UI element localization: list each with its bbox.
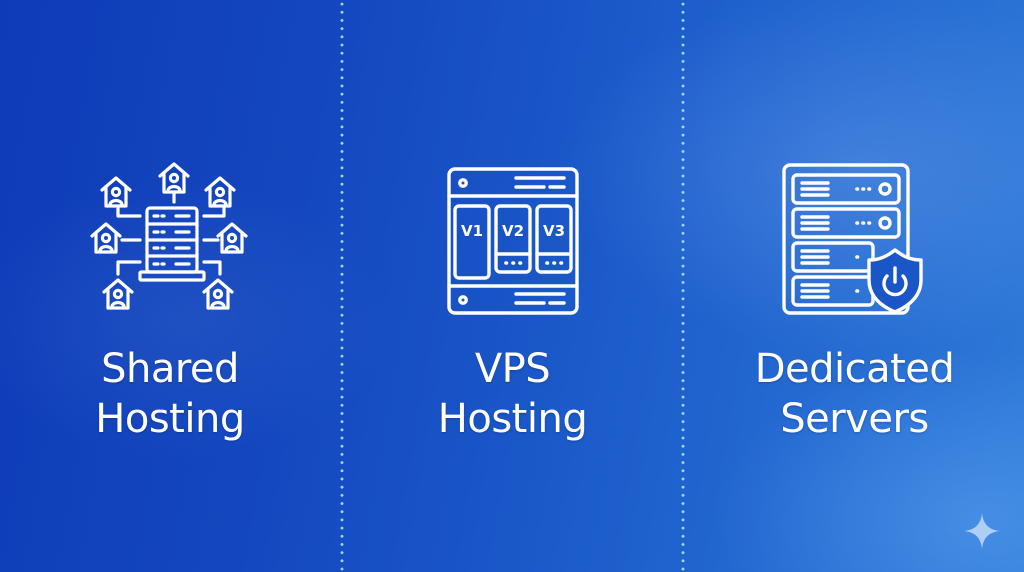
panel-dedicated-servers: Dedicated Servers (685, 0, 1024, 572)
vm-label-1: V1 (461, 222, 483, 240)
shared-hosting-network-icon (90, 160, 255, 324)
title-line-1: Dedicated (754, 346, 955, 392)
vm-label-2: V2 (502, 222, 524, 240)
vps-hosting-title: VPS Hosting (344, 344, 681, 444)
vps-server-icon: V1 V2 V3 (446, 166, 580, 320)
title-line-2: Hosting (95, 396, 245, 442)
dedicated-server-shield-icon (781, 162, 931, 322)
shared-hosting-title: Shared Hosting (0, 344, 340, 444)
sparkle-icon (962, 511, 1002, 551)
panel-vps-hosting: V1 V2 V3 VPS Hosting (344, 0, 681, 572)
divider-right (681, 0, 685, 572)
panel-shared-hosting: Shared Hosting (0, 0, 340, 572)
dedicated-servers-title: Dedicated Servers (685, 344, 1024, 444)
title-line-2: Hosting (437, 396, 588, 442)
title-line-2: Servers (780, 396, 929, 442)
title-line-1: Shared (101, 346, 239, 392)
title-line-1: VPS (474, 346, 551, 392)
vm-label-3: V3 (543, 222, 565, 240)
divider-left (340, 0, 344, 572)
